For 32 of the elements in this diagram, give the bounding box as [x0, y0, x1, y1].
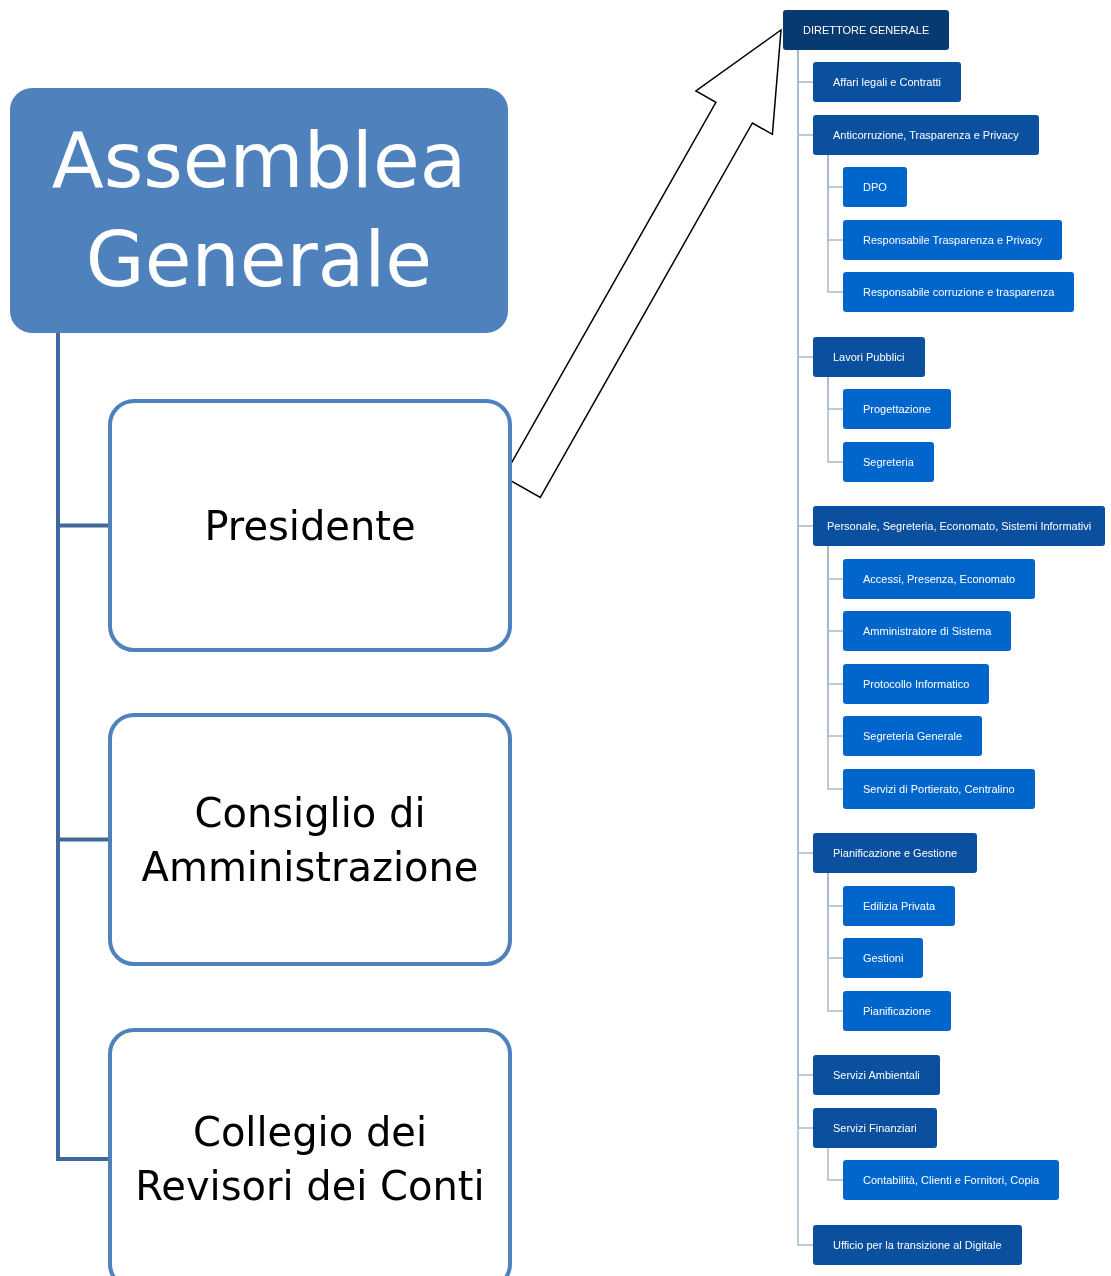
organ-box: Collegio dei Revisori dei Conti [108, 1028, 512, 1276]
connector-line [827, 376, 844, 463]
office-box: Edilizia Privata [843, 886, 956, 926]
office-box: DPO [843, 167, 907, 207]
connector-line [827, 545, 844, 790]
office-box: Pianificazione [843, 991, 951, 1031]
office-box: Contabilità, Clienti e Fornitori, Copia [843, 1160, 1060, 1200]
office-box: Accessi, Presenza, Economato [843, 559, 1036, 599]
heading-box: Assemblea Generale [10, 88, 508, 333]
office-box: Segreteria Generale [843, 716, 983, 756]
office-box: Responsabile corruzione e trasparenza [843, 272, 1075, 312]
office-box: DIRETTORE GENERALE [783, 10, 950, 50]
connector-line [827, 872, 844, 1012]
office-box: Servizi di Portierato, Centralino [843, 769, 1035, 809]
office-box: Anticorruzione, Trasparenza e Privacy [813, 115, 1039, 155]
office-box: Gestioni [843, 938, 924, 978]
organ-box: Presidente [108, 399, 512, 652]
office-box: Affari legali e Contratti [813, 62, 962, 102]
office-box: Personale, Segreteria, Economato, Sistemi Informativi [813, 506, 1106, 546]
office-box: Servizi Ambientali [813, 1055, 940, 1095]
office-box: Servizi Finanziari [813, 1108, 937, 1148]
office-box: Ufficio per la transizione al Digitale [813, 1225, 1022, 1265]
office-box: Responsabile Trasparenza e Privacy [843, 220, 1063, 260]
connector-line [827, 1147, 844, 1181]
organ-box: Consiglio di Amministrazione [108, 713, 512, 966]
office-box: Lavori Pubblici [813, 337, 925, 377]
office-box: Amministratore di Sistema [843, 611, 1012, 651]
office-box: Progettazione [843, 389, 951, 429]
office-box: Segreteria [843, 442, 934, 482]
office-box: Pianificazione e Gestione [813, 833, 978, 873]
office-box: Protocollo Informatico [843, 664, 990, 704]
connector-line [827, 154, 844, 293]
